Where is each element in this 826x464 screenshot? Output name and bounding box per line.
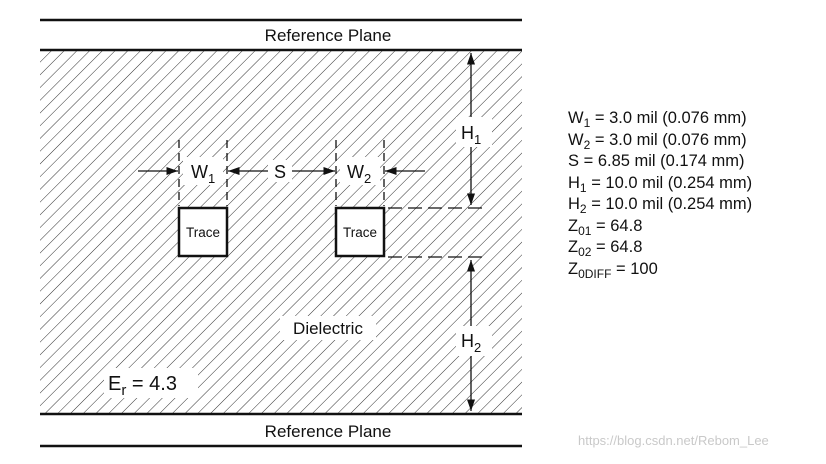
h1-label: H1	[461, 123, 481, 147]
parameter-subscript: 0DIFF	[578, 266, 612, 281]
parameter-subscript: 1	[583, 116, 591, 130]
trace-1	[177, 206, 229, 258]
trace-2	[334, 206, 386, 258]
h1-label-bg	[456, 117, 492, 147]
w1-label-bg	[183, 157, 223, 185]
watermark: https://blog.csdn.net/Rebom_Lee	[578, 433, 769, 448]
parameter-value: = 64.8	[591, 238, 643, 256]
parameter-symbol: H	[568, 195, 580, 213]
w2-label-bg	[340, 157, 380, 185]
parameter-value: = 100	[611, 259, 658, 278]
parameter-value: = 10.0 mil (0.254 mm)	[586, 173, 753, 192]
parameter-list: W1 = 3.0 mil (0.076 mm)W2 = 3.0 mil (0.0…	[568, 108, 818, 280]
w2-label: W2	[347, 162, 371, 186]
parameter-row: Z0DIFF = 100	[568, 259, 818, 281]
parameter-symbol: Z	[568, 238, 579, 256]
parameter-symbol: H	[568, 173, 580, 192]
parameter-subscript: 1	[579, 180, 587, 195]
s-label: S	[274, 162, 286, 182]
parameter-row: H2 = 10.0 mil (0.254 mm)	[568, 194, 818, 216]
trace-2-label: Trace	[343, 225, 377, 240]
parameter-symbol: Z	[568, 216, 579, 235]
parameter-symbol: Z	[568, 259, 579, 278]
parameter-symbol: W	[568, 130, 584, 149]
w1-label: W1	[191, 162, 215, 186]
parameter-symbol: S	[568, 152, 580, 170]
parameter-value: = 3.0 mil (0.076 mm)	[590, 109, 747, 127]
parameter-row: W1 = 3.0 mil (0.076 mm)	[568, 108, 818, 130]
er-label: Er = 4.3	[108, 373, 177, 399]
trace-1-label: Trace	[186, 225, 220, 240]
parameter-value: = 6.85 mil (0.174 mm)	[579, 152, 745, 170]
parameter-subscript: 2	[583, 137, 591, 152]
parameter-symbol: W	[568, 109, 584, 127]
parameter-value: = 3.0 mil (0.076 mm)	[590, 130, 747, 149]
parameter-subscript: 02	[578, 245, 592, 259]
top-plane-label: Reference Plane	[265, 26, 392, 45]
h2-label-bg	[456, 326, 492, 356]
dielectric-region	[40, 50, 522, 414]
parameter-subscript: 2	[579, 202, 587, 216]
s-label-bg	[268, 160, 292, 182]
parameter-row: Z01 = 64.8	[568, 216, 818, 238]
dielectric-label: Dielectric	[293, 319, 363, 338]
parameter-row: S = 6.85 mil (0.174 mm)	[568, 151, 818, 173]
parameter-row: H1 = 10.0 mil (0.254 mm)	[568, 173, 818, 195]
bottom-plane-label: Reference Plane	[265, 422, 392, 441]
parameter-value: = 64.8	[591, 216, 643, 235]
h2-label: H2	[461, 331, 481, 355]
parameter-value: = 10.0 mil (0.254 mm)	[586, 195, 753, 213]
er-label-bg	[104, 368, 198, 398]
parameter-row: Z02 = 64.8	[568, 237, 818, 259]
parameter-subscript: 01	[578, 223, 592, 238]
parameter-row: W2 = 3.0 mil (0.076 mm)	[568, 130, 818, 152]
dielectric-label-bg	[280, 316, 376, 340]
